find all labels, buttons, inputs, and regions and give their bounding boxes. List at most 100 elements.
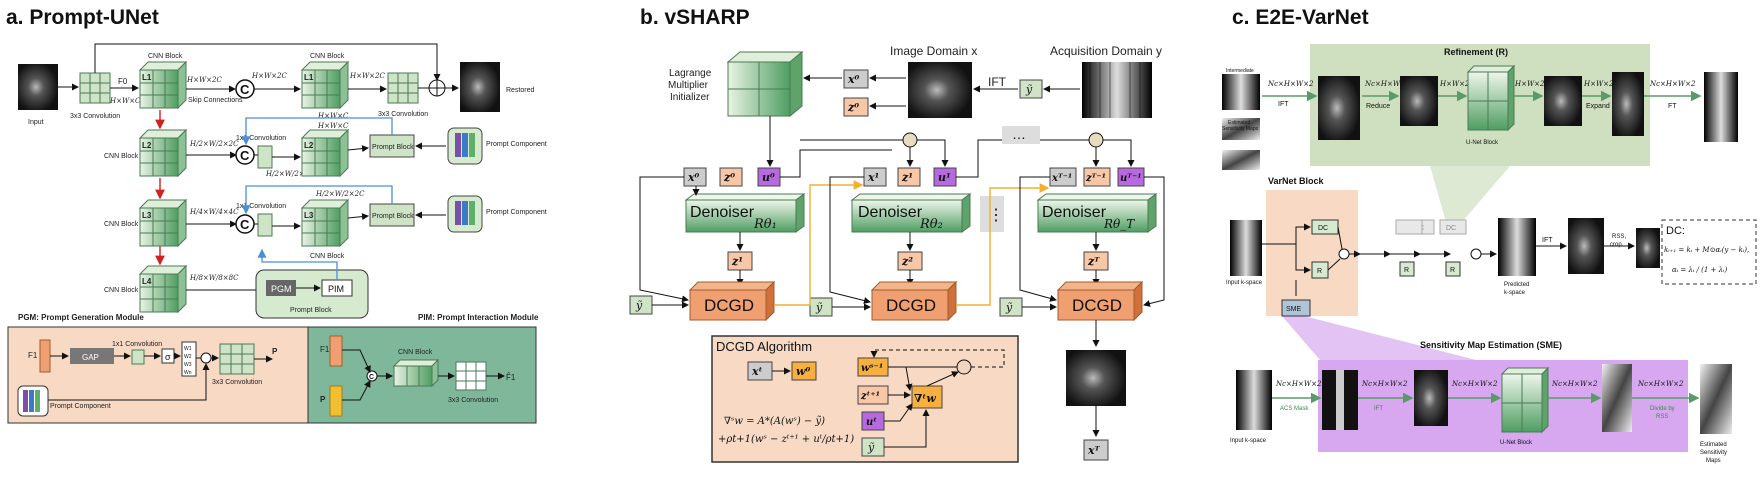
nc-hw2-r3: Nc×H×W×2 (1649, 80, 1696, 88)
dc-eq2: αᵢ = λᵢ / (1 + λᵢ) (1672, 266, 1727, 274)
funnel-r (1430, 166, 1510, 236)
est-sens-small-1: Estimated (1228, 120, 1250, 126)
legend-pgm-panel (7, 326, 309, 424)
conv1x1-l3: 1x1 Convolution (236, 203, 286, 210)
z0-top (843, 97, 869, 117)
conv3x3-block-out (387, 72, 419, 104)
denoiser-2 (850, 193, 972, 233)
conv1x1-pgm-rect (131, 349, 145, 365)
image-domain-label: Image Domain x (890, 44, 977, 58)
h2wc-l1: H×W×2C (186, 76, 222, 84)
conv3x3-pgm-label: 3x3 Convolution (212, 379, 262, 386)
dcgd-algo-title: DCGD Algorithm (716, 339, 812, 354)
prompt-block-l2-label: Prompt Block (372, 144, 414, 151)
cnn-block-l1 (138, 60, 188, 110)
z0-s1-text: z⁰ (723, 171, 735, 184)
y-s2-text: ỹ (815, 301, 823, 314)
y-tilde-top-text: ỹ (1025, 83, 1033, 96)
sens-maps-small2 (1222, 150, 1260, 170)
varnet-label: VarNet Block (1268, 176, 1325, 186)
nc-hw2-s2: Nc×H×W×2 (1361, 380, 1408, 388)
denoiser-T (1036, 193, 1158, 233)
sme-box-v (1281, 299, 1311, 317)
svg-text:C: C (240, 217, 250, 232)
nc-hw2-r1: Nc×H×W×2 (1267, 80, 1314, 88)
wn: Wn (184, 370, 192, 376)
plus-sT (1088, 132, 1104, 148)
ift-c1: IFT (1278, 101, 1289, 108)
conv1x1-l2-rect (257, 145, 273, 169)
f1-block-pgm (39, 339, 51, 373)
panel-c: c. E2E-VarNet Refinement (R) Intermediat… (1222, 6, 1757, 464)
predicted-1: Predicted (1504, 282, 1529, 288)
r-label-v: R (1317, 268, 1322, 275)
h2wc-skip: H×W×2C (251, 72, 287, 80)
minus-last (1470, 248, 1482, 260)
h2wc-dec: H×W×2C (349, 72, 385, 80)
u0-s1-text: u⁰ (762, 171, 775, 184)
zT-sT-text: zᵀ (1087, 255, 1100, 268)
dcgd-1 (688, 280, 776, 322)
lagrange-l2: Multiplier (668, 80, 709, 91)
cnn-block-l4 (138, 264, 188, 314)
f0-label: F0 (118, 77, 128, 86)
expanded-img (1612, 72, 1644, 136)
svg-text:C: C (240, 148, 250, 163)
nc-hw2-s5: Nc×H×W×2 (1637, 380, 1684, 388)
predicted-2: k-space (1504, 290, 1526, 296)
coil-imgs-out (1568, 218, 1604, 274)
input-kspace-v-label: Input k-space (1226, 280, 1263, 286)
l1-dec-label: L1 (304, 73, 314, 82)
z1-s2 (897, 167, 921, 187)
denoiser-1-label: Denoiser (690, 204, 755, 221)
cnn-block-pim (392, 358, 440, 388)
final-img-c (1636, 228, 1660, 268)
svg-text:C: C (369, 374, 374, 381)
expand-label: Expand (1586, 103, 1610, 110)
y-s1-text: ỹ (635, 299, 643, 312)
conv1x1-l3-rect (257, 213, 273, 237)
denoiser-T-label: Denoiser (1042, 204, 1107, 221)
cnn-l2-label: CNN Block (104, 153, 139, 160)
cnn-l3-label: CNN Block (104, 221, 139, 228)
eq1: ∇ˢw = A*(A(wˢ) − ỹ) (724, 416, 825, 427)
restored-label: Restored (506, 87, 535, 94)
w1: W1 (184, 346, 192, 352)
vdots-text: ⋮ (988, 207, 1004, 224)
est-sens-1: Estimated (1700, 442, 1727, 448)
f1-label-pgm: F1 (28, 351, 38, 360)
dots-box (1002, 126, 1040, 144)
conv3x3-pim-label: 3x3 Convolution (448, 397, 498, 404)
divide-rss-1: Divide by (1650, 406, 1675, 412)
panel-a-title: a. Prompt-UNet (6, 6, 159, 29)
cnn-block-l2 (138, 128, 188, 178)
dim-l2b: H/2×W/2×2C (265, 170, 315, 178)
r1-label: Rθ₁ (753, 217, 777, 232)
w2: W2 (184, 354, 192, 360)
dcgd-T-label: DCGD (1072, 296, 1122, 315)
rss-2: crop. (1610, 242, 1624, 248)
z2-s2-text: z² (901, 255, 913, 268)
zt1-algo-text: zᵗ⁺¹ (860, 391, 880, 402)
hw2-r1: H×W×2 (1439, 80, 1470, 88)
cnn-block-l3 (138, 198, 188, 248)
x0-top-text: x⁰ (847, 73, 860, 86)
unet-block-r (1466, 64, 1516, 132)
w3: W3 (184, 362, 192, 368)
cnn-block-l2-dec (300, 128, 350, 178)
gap-box (70, 348, 114, 364)
panel-b-title: b. vSHARP (640, 6, 750, 29)
p-label-pim: P (320, 395, 326, 404)
p-block-pim (329, 385, 343, 417)
dc-label-v: DC (1318, 225, 1328, 232)
legend-pgm-text: PGM: Prompt Generation Module (18, 313, 144, 322)
l3-label: L3 (142, 211, 152, 220)
dc-box-2 (1395, 219, 1423, 235)
intermediate-img (1222, 74, 1260, 110)
denoiser-1 (684, 193, 806, 233)
l3-dec-label: L3 (304, 211, 314, 220)
panel-b: b. vSHARP Lagrange Multiplier Initialize… (629, 6, 1165, 463)
est-sens-2: Sensitivity (1700, 450, 1727, 456)
dc-eq-title: DC: (1666, 225, 1685, 237)
dc-eq1: kᵢ₊₁ = kᵢ + M⊙αᵢ(y − kᵢ), (1664, 246, 1749, 254)
